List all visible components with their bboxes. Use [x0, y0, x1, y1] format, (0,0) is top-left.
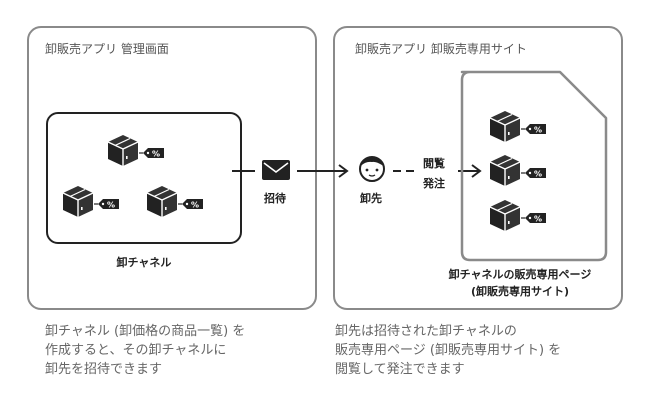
site-caption-line-1: 卸先は招待された卸チャネルの: [335, 324, 517, 339]
product-box-icon: %: [62, 185, 120, 218]
person-icon: [359, 156, 385, 182]
sales-page-sublabel: (卸販売専用サイト): [470, 285, 570, 298]
admin-caption-line-2: 作成すると、その卸チャネルに: [45, 343, 227, 358]
invite-arrow-head: [338, 164, 349, 178]
wholesaler-label: 卸先: [360, 192, 382, 205]
admin-caption-line-3: 卸先を招待できます: [45, 362, 163, 377]
price-tag-text: %: [107, 201, 115, 210]
price-tag-text: %: [191, 201, 199, 210]
product-box-icon: %: [489, 154, 547, 187]
product-box-icon: %: [146, 185, 204, 218]
invite-label: 招待: [264, 192, 286, 205]
product-box-icon: %: [107, 134, 165, 167]
envelope-icon: [262, 160, 290, 180]
admin-caption: 卸チャネル (卸価格の商品一覧) を 作成すると、その卸チャネルに 卸先を招待で…: [45, 322, 245, 379]
browse-label: 閲覧: [423, 157, 445, 170]
product-box-icon: %: [489, 110, 547, 143]
product-box-icon: %: [489, 199, 547, 232]
price-tag-text: %: [152, 150, 160, 159]
admin-caption-line-1: 卸チャネル (卸価格の商品一覧) を: [45, 324, 246, 339]
sales-page-label: 卸チャネルの販売専用ページ: [448, 268, 592, 281]
site-caption-line-3: 閲覧して発注できます: [335, 362, 465, 377]
sales-page-document: [460, 70, 608, 262]
admin-panel-title: 卸販売アプリ 管理画面: [45, 42, 169, 56]
price-tag-text: %: [534, 126, 542, 135]
wholesale-site-panel-title: 卸販売アプリ 卸販売専用サイト: [355, 42, 527, 56]
order-label: 発注: [423, 177, 445, 190]
admin-panel: [27, 26, 317, 310]
price-tag-text: %: [534, 170, 542, 179]
order-arrow-head: [471, 164, 482, 178]
price-tag-text: %: [534, 215, 542, 224]
wholesale-site-panel: [333, 26, 623, 310]
wholesale-channel-box: [46, 112, 242, 244]
site-caption: 卸先は招待された卸チャネルの 販売専用ページ (卸販売専用サイト) を 閲覧して…: [335, 322, 561, 379]
site-caption-line-2: 販売専用ページ (卸販売専用サイト) を: [335, 343, 562, 358]
wholesale-channel-label: 卸チャネル: [116, 256, 172, 269]
